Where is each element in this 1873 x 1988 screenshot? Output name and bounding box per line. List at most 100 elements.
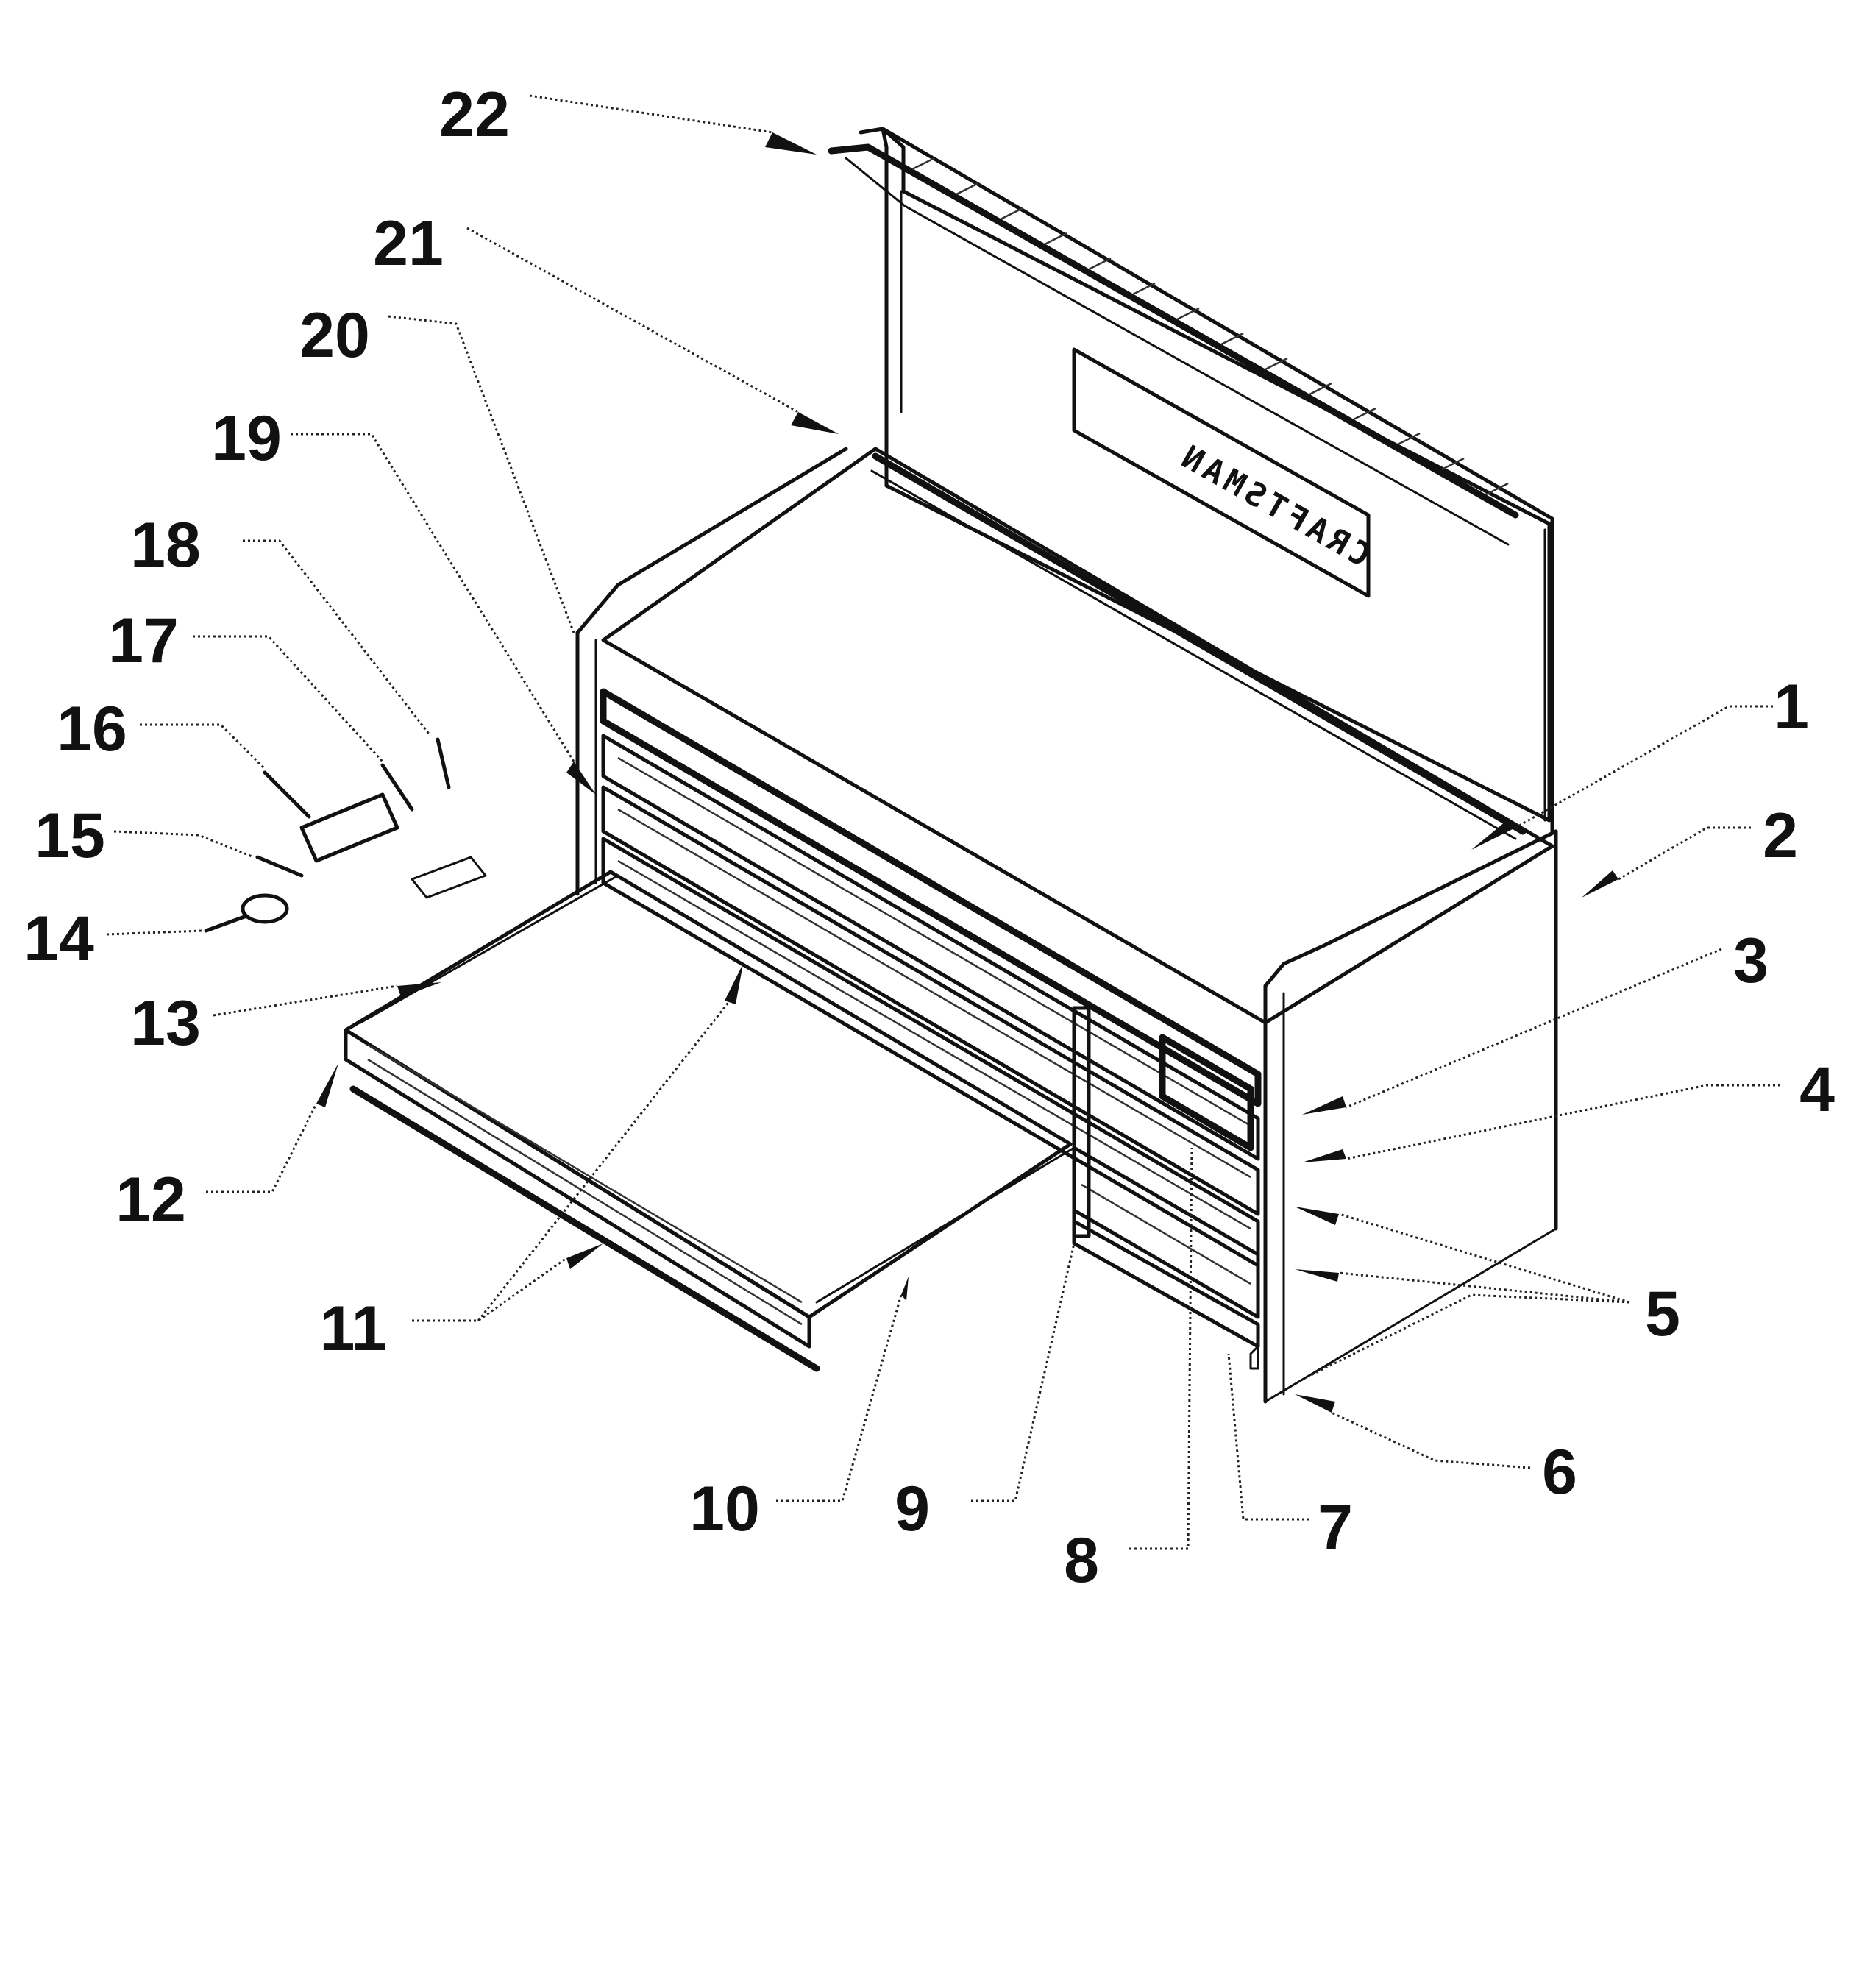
drawer-hatch [617,756,1251,1285]
label-12: 12 [115,1165,186,1235]
leader-6 [1331,1411,1531,1469]
tip-1 [1471,818,1515,850]
label-1: 1 [1774,672,1809,742]
label-7: 7 [1318,1492,1353,1563]
label-14: 14 [24,904,94,974]
lock-pin-15 [255,855,304,878]
label-20: 20 [299,300,370,371]
label-13: 13 [130,988,201,1059]
leader-20 [388,315,575,633]
hinge-rail [872,452,1527,835]
tip-5b [1295,1269,1339,1282]
drawer-front-2 [601,734,1260,1161]
label-11: 11 [320,1293,387,1364]
tip-4 [1302,1149,1346,1162]
lid-rail-hatch [911,157,1509,496]
leader-19 [291,433,575,762]
leader-15 [113,830,255,859]
label-2: 2 [1763,800,1798,871]
right-side-top [1263,829,1558,988]
drawer-slide [815,1146,1076,1304]
base-trim [1249,1345,1259,1370]
tip-12 [316,1063,338,1107]
label-8: 8 [1064,1525,1099,1596]
tip-10 [901,1277,909,1301]
label-15: 15 [35,800,105,871]
label-21: 21 [373,208,444,279]
right-side-bottom [1264,1227,1557,1403]
leader-12 [206,1103,318,1193]
leader-18 [243,539,432,736]
lock-plate [411,856,487,899]
center-divider [1072,1006,1091,1238]
leader-16 [140,723,266,770]
leader-3 [1346,948,1722,1109]
drawer-face-hatch [367,1043,803,1326]
drawer-pull [349,1085,820,1372]
leader-7 [1227,1353,1309,1521]
lock-key-shaft [204,914,249,933]
label-19: 19 [211,403,282,474]
leader-1 [1515,705,1773,829]
label-3: 3 [1733,926,1769,996]
lock-pin-18 [436,737,451,789]
lid-top-edge [859,127,1554,834]
drawer-badge [1159,1034,1254,1151]
leader-4 [1346,1084,1780,1160]
label-9: 9 [895,1474,930,1544]
leader-13 [213,984,398,1017]
open-drawer [344,870,1076,1372]
leader-5b [1338,1271,1630,1304]
leader-8 [1129,1147,1193,1550]
lid-handle-lower [845,157,1510,546]
tip-3 [1302,1096,1346,1115]
lid-handle-rail [828,143,1519,519]
tip-5a [1295,1207,1339,1225]
logo-plate [1072,347,1371,598]
label-17: 17 [108,606,179,676]
leader-22 [529,94,773,134]
tip-2 [1582,870,1618,898]
lid: CRAFTSMAN [828,127,1554,834]
label-6: 6 [1542,1437,1577,1508]
leader-2 [1618,826,1751,881]
lock-assembly [204,737,487,933]
label-4: 4 [1799,1054,1835,1125]
drawer-face [344,1028,811,1349]
drawer-front-1 [600,688,1262,1107]
drawer-fronts [600,688,1262,1370]
leader-11b [477,993,737,1321]
label-16: 16 [57,694,127,764]
chest-top [601,447,1554,1025]
leader-5c [1309,1293,1630,1377]
lock-pin-17 [380,763,414,812]
drawer-left-lip [359,874,619,1024]
leader-lines [106,94,1780,1550]
leader-11a [412,1257,567,1322]
tip-21 [791,412,839,434]
lock-key [241,893,289,924]
leader-10 [776,1294,903,1502]
tip-19 [566,762,596,795]
top-rear-trim [870,469,1517,840]
leader-9 [971,1243,1076,1502]
tip-13 [397,982,441,997]
tip-11b [725,964,743,1004]
leader-21 [466,227,799,413]
label-5: 5 [1645,1279,1680,1349]
label-22: 22 [439,79,510,150]
lid-panel [881,127,1552,823]
leader-17 [193,635,384,763]
leader-14 [106,929,203,936]
tip-11a [566,1243,603,1269]
logo-text: CRAFTSMAN [1171,436,1377,575]
label-10: 10 [689,1474,760,1544]
lock-housing [299,792,399,863]
left-side-top [575,447,848,635]
leader-5a [1338,1213,1630,1304]
drawer-front-3 [601,785,1260,1216]
reference-numerals: 1 2 3 4 5 6 7 8 9 10 11 12 13 14 15 16 1… [24,79,1835,1596]
label-18: 18 [130,510,201,581]
lock-pin-16 [263,770,311,819]
